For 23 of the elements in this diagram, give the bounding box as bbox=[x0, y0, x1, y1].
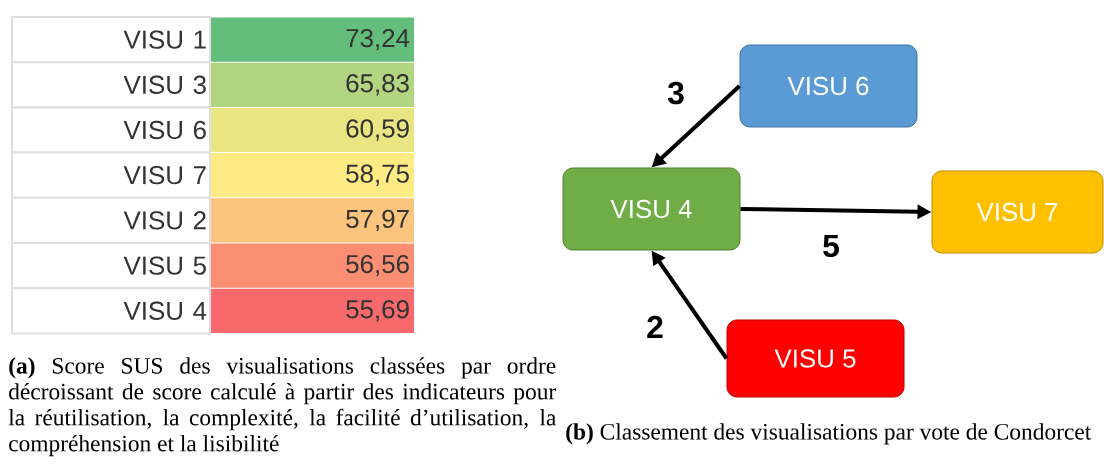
table-cell: 55,69 bbox=[211, 288, 414, 333]
table-cell: VISU 3 bbox=[11, 61, 211, 109]
table-cell: VISU 7 bbox=[11, 151, 211, 199]
table-cell: 73,24 bbox=[211, 17, 414, 62]
table-cell: VISU 1 bbox=[11, 16, 211, 64]
edge-label: 5 bbox=[823, 234, 839, 258]
process-box: VISU 6 bbox=[739, 44, 918, 128]
edge-label: 2 bbox=[647, 315, 663, 339]
process-box: VISU 7 bbox=[931, 170, 1104, 254]
edge-label: 3 bbox=[667, 81, 684, 105]
process-box: VISU 5 bbox=[726, 319, 905, 398]
caption: (a) Score SUS des visualisations classées par ordre décroissant de score calculé à partir des indicateurs pour la réutilisation, la complexité, la facilité d’utilisation, la compréhension et la lisibilité bbox=[8, 357, 557, 457]
table-cell: VISU 6 bbox=[11, 106, 211, 154]
table-cell: VISU 2 bbox=[11, 196, 211, 244]
process-box: VISU 4 bbox=[562, 167, 741, 251]
table-cell: 57,97 bbox=[211, 198, 414, 243]
table-cell: 60,59 bbox=[211, 107, 414, 153]
table-cell: VISU 5 bbox=[11, 242, 211, 290]
table-cell: 65,83 bbox=[211, 62, 414, 107]
table-cell: VISU 4 bbox=[11, 287, 211, 335]
caption: (b) Classement des visualisations par vote de Condorcet bbox=[566, 423, 1092, 445]
table-cell: 58,75 bbox=[211, 153, 414, 198]
table-cell: 56,56 bbox=[211, 243, 414, 288]
